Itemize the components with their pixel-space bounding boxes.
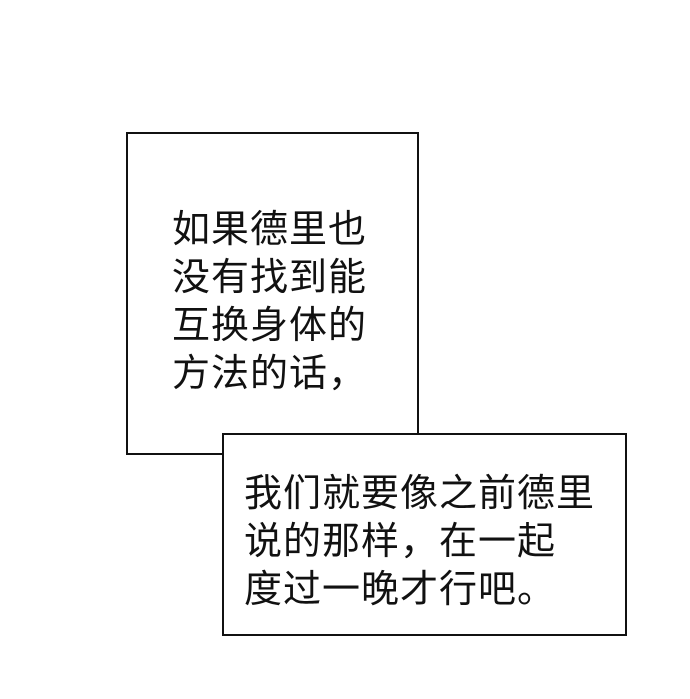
caption-1-line-4: 方法的话，	[172, 351, 368, 395]
caption-text-1: 如果德里也 没有找到能 互换身体的 方法的话，	[172, 205, 367, 397]
caption-2-line-1: 我们就要像之前德里	[244, 471, 596, 515]
caption-box-1	[126, 132, 419, 455]
caption-1-line-3: 互换身体的	[172, 303, 368, 347]
caption-2-line-2: 说的那样，在一起	[244, 519, 557, 563]
caption-1-line-1: 如果德里也	[172, 207, 368, 251]
caption-1-line-2: 没有找到能	[172, 255, 368, 299]
caption-box-2	[222, 433, 627, 636]
caption-text-2: 我们就要像之前德里 说的那样，在一起 度过一晚才行吧。	[244, 469, 595, 613]
caption-2-line-3: 度过一晚才行吧。	[244, 567, 557, 611]
